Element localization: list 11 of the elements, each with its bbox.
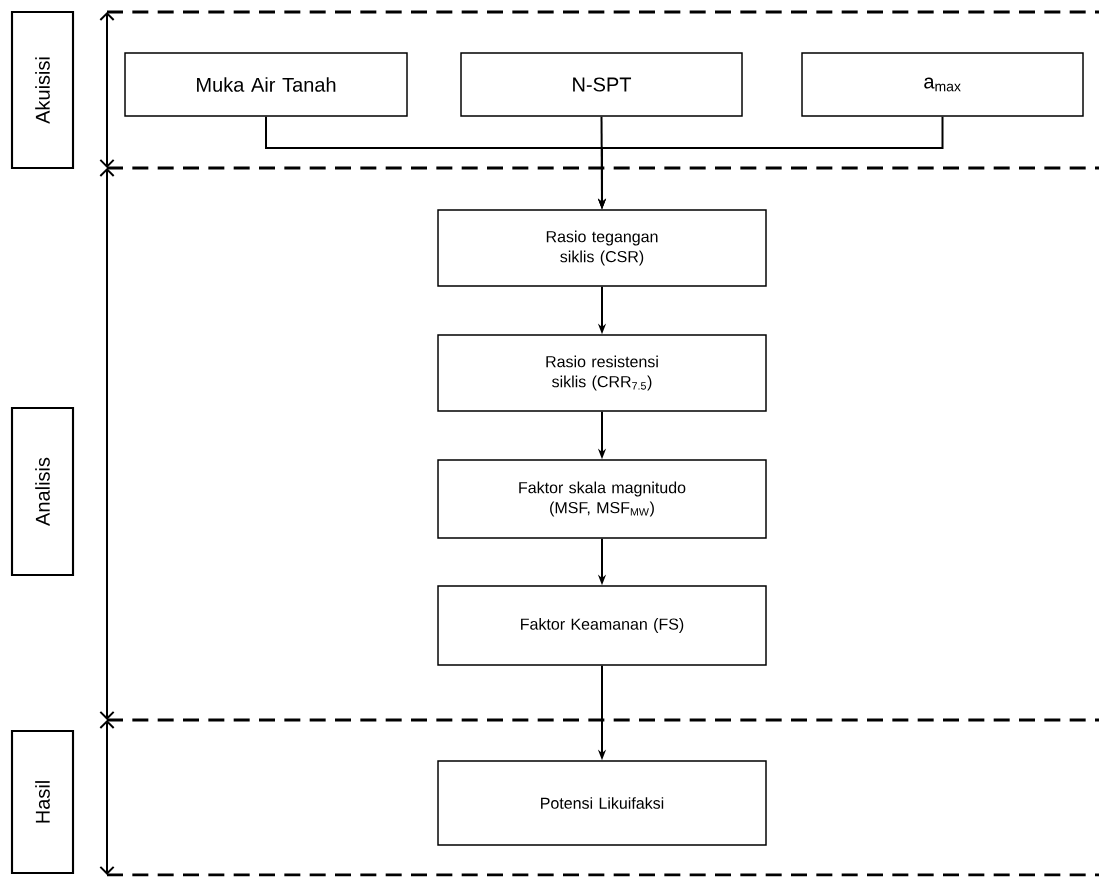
stage-label-box: Analisis [10,406,75,577]
process-box: Faktor skala magnitudo (MSF, MSF$_{MW}$) [437,459,767,539]
process-box: Faktor Keamanan (FS) [437,585,767,666]
process-box: Muka Air Tanah [124,52,408,117]
process-box: Rasio tegangan siklis (CSR) [437,209,767,287]
stage-label-box: Hasil [10,729,75,875]
stage-label-box: Akuisisi [10,10,75,170]
process-box: a$_{max}$ [801,52,1084,117]
process-box: Potensi Likuifaksi [437,760,767,846]
process-box: Rasio resistensi siklis (CRR$_{7.5}$) [437,334,767,412]
process-box: N-SPT [460,52,743,117]
